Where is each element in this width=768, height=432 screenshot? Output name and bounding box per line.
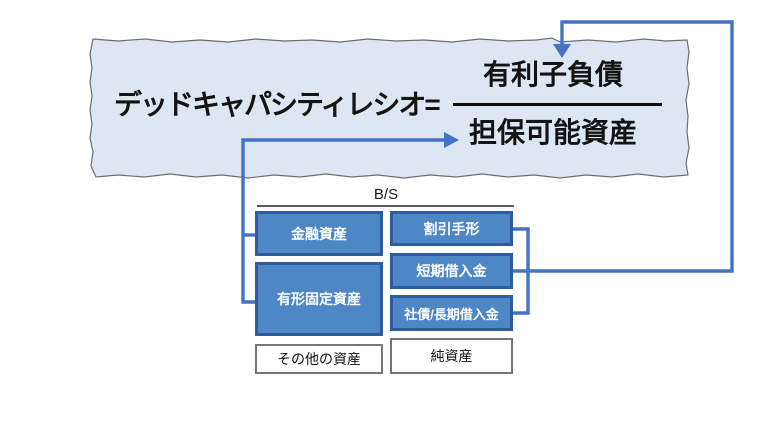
box-net-assets: 純資産 <box>390 338 513 374</box>
liabilities-bracket <box>513 227 530 315</box>
arrowhead-right-icon <box>444 132 459 148</box>
box-bonds-long-term-loans: 社債/長期借入金 <box>390 295 513 331</box>
fraction-bar <box>453 103 662 106</box>
box-tangible-fixed-assets: 有形固定資産 <box>255 262 383 336</box>
balance-sheet-title: B/S <box>373 186 399 203</box>
box-financial-assets: 金融資産 <box>255 211 383 256</box>
formula-denominator: 担保可能資産 <box>468 117 637 148</box>
torn-paper-banner <box>89 37 690 179</box>
box-other-assets: その他の資産 <box>255 344 383 374</box>
balance-sheet-underline <box>257 205 514 207</box>
formula-numerator: 有利子負債 <box>482 59 623 90</box>
formula-lhs: デッドキャパシティレシオ= <box>114 89 441 120</box>
box-discounted-bills: 割引手形 <box>390 211 513 246</box>
liabilities-connector-line <box>513 20 734 273</box>
arrowhead-down-icon <box>553 44 571 58</box>
assets-connector-line <box>241 138 448 304</box>
box-short-term-loans: 短期借入金 <box>390 253 513 289</box>
